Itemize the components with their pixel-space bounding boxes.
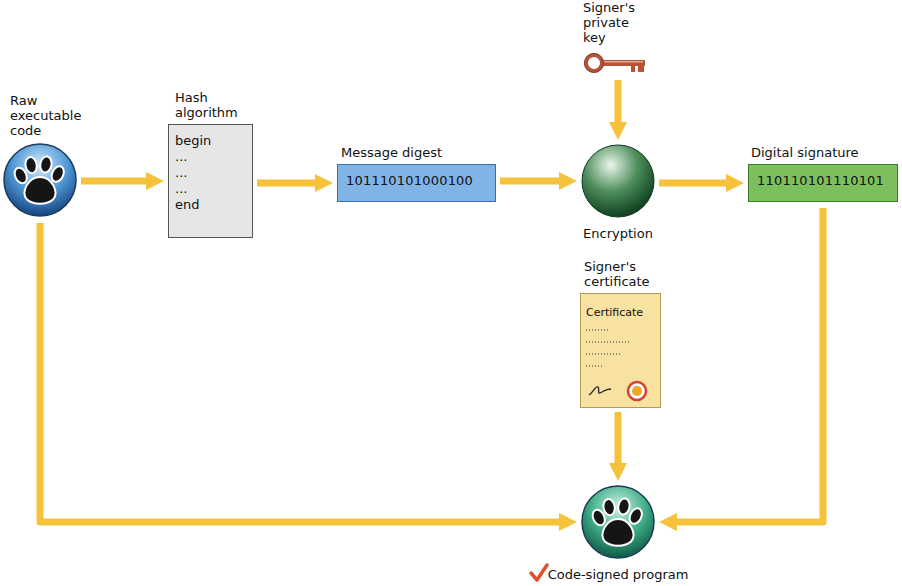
data-box: Message digest101110101000100 — [337, 164, 496, 202]
certificate-icon: Signer's certificateCertificate — [580, 293, 661, 408]
paw-print — [12, 155, 66, 203]
flow-arrow — [659, 180, 730, 187]
paw-print — [590, 497, 644, 545]
icon-disc — [4, 144, 76, 216]
flow-arrow — [81, 178, 150, 185]
key-icon-graphic — [583, 50, 649, 76]
node-body-text: begin ... ... ... end — [169, 125, 252, 221]
process-circle-graphic — [581, 144, 655, 218]
program-icon: Raw executable code — [3, 143, 77, 217]
node-label: Code-signed program — [548, 567, 689, 582]
check-mark — [531, 565, 547, 580]
program-icon-graphic — [3, 143, 77, 217]
node-body-text: 110110101110101 — [749, 165, 897, 196]
flow-arrow — [257, 180, 319, 187]
node-label: Digital signature — [751, 145, 859, 160]
process-circle: Encryption — [581, 144, 655, 218]
flow-arrow — [615, 412, 622, 467]
encryption-sphere — [582, 145, 654, 217]
certificate-details — [586, 330, 646, 400]
node-label: Signer's certificate — [584, 259, 666, 289]
data-box: Digital signature110110101110101 — [748, 164, 898, 202]
node-label: Hash algorithm — [175, 90, 255, 120]
node-label: Signer's private key — [583, 0, 655, 45]
flow-arrow — [500, 178, 563, 185]
icon-disc — [582, 486, 654, 558]
program-icon-graphic — [581, 485, 655, 559]
node-label: Encryption — [583, 226, 653, 241]
node-label: Raw executable code — [10, 93, 88, 138]
node-body-text: Certificate — [581, 294, 660, 319]
process-box: Hash algorithmbegin ... ... ... end — [168, 124, 253, 238]
program-icon: Code-signed program — [581, 485, 655, 559]
node-body-text: 101110101000100 — [338, 165, 495, 196]
flow-arrow — [40, 223, 563, 522]
node-label: Message digest — [341, 145, 442, 160]
key-icon: Signer's private key — [583, 50, 649, 76]
flow-arrow — [673, 208, 823, 522]
flow-arrow — [615, 80, 622, 126]
key-drawing — [585, 54, 646, 73]
